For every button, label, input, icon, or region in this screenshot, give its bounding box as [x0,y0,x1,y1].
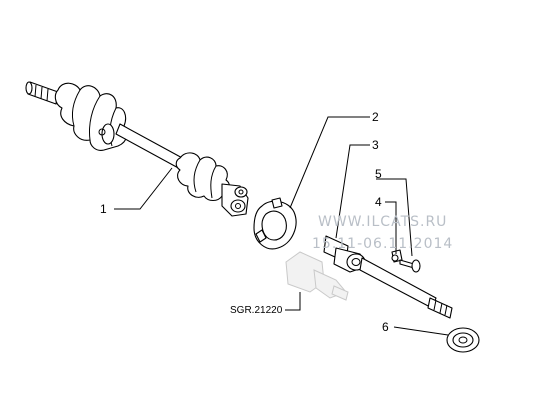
watermark-site: WWW.ILCATS.RU [318,214,447,230]
reference-joint-ghost[interactable] [285,251,349,301]
outer-stub-shaft [25,81,59,105]
watermark: WWW.ILCATS.RU 15.11-06.11.2014 [312,214,453,252]
callout-5: 5 [375,167,382,181]
leader-lines [114,116,449,336]
seal-cap[interactable] [446,327,480,353]
outer-cv-boot [54,82,128,151]
long-bolt[interactable] [399,259,421,273]
watermark-date: 15.11-06.11.2014 [312,236,453,252]
intermediate-shaft[interactable] [323,235,453,319]
inner-tripod-joint [221,183,249,217]
drive-shaft-assembly[interactable] [25,81,249,217]
callout-1: 1 [100,202,107,216]
clamp-ring[interactable] [253,197,297,250]
callout-4: 4 [375,195,382,209]
callout-labels: 1 2 3 5 4 6 SGR.21220 [100,110,389,334]
main-shaft-bar [115,123,187,171]
callout-2: 2 [372,110,379,124]
callout-3: 3 [372,138,379,152]
callout-6: 6 [382,320,389,334]
reference-code: SGR.21220 [230,305,283,316]
